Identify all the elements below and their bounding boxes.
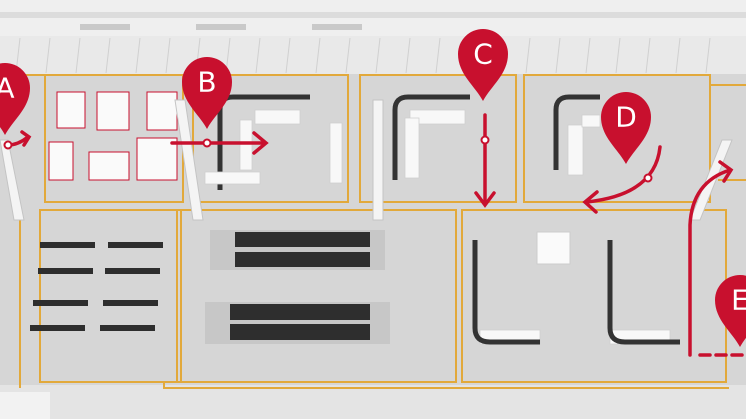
- wall-panel-band: [0, 36, 746, 74]
- location-pin-c[interactable]: C: [458, 29, 508, 101]
- location-pin-b[interactable]: B: [182, 57, 232, 129]
- zone-conveyors: [176, 209, 457, 383]
- wall-panel-seam: [525, 37, 531, 74]
- vent: [80, 24, 130, 30]
- zone-c: [359, 74, 517, 203]
- pin-label: C: [473, 38, 493, 71]
- location-pin-a[interactable]: A: [0, 63, 30, 135]
- pin-label: D: [615, 101, 637, 134]
- wall-panel-seam: [645, 37, 651, 74]
- wall-panels: [0, 36, 746, 74]
- wall-panel-seam: [165, 37, 171, 74]
- pin-label: E: [731, 284, 746, 317]
- zone-border: [163, 382, 729, 389]
- wall-panel-seam: [585, 37, 591, 74]
- wall-panel-seam: [285, 37, 291, 74]
- zone-b: [192, 74, 349, 203]
- pin-label: B: [197, 66, 216, 99]
- pallet-stack: [536, 231, 571, 265]
- wall-panel-seam: [555, 37, 561, 74]
- zone-d: [523, 74, 711, 203]
- wall-panel-seam: [435, 37, 441, 74]
- wall-panel-seam: [315, 37, 321, 74]
- zone-racks: [39, 209, 182, 383]
- location-pin-d[interactable]: D: [601, 92, 651, 164]
- wall-panel-seam: [405, 37, 411, 74]
- wall-panel-seam: [45, 37, 51, 74]
- arrow-d: [584, 145, 662, 204]
- arrow-b-head: [252, 131, 269, 155]
- shelving-racks: [30, 242, 163, 331]
- wall-panel-seam: [675, 37, 681, 74]
- vent: [196, 24, 246, 30]
- wall-panel-seam: [75, 37, 81, 74]
- pallet-stacks: [48, 91, 178, 181]
- wall-panel-seam: [375, 37, 381, 74]
- wall-panel-seam: [105, 37, 111, 74]
- wall-panel-seam: [255, 37, 261, 74]
- wall-panel-seam: [615, 37, 621, 74]
- arrow-e: [688, 168, 732, 357]
- pin-label: A: [0, 72, 15, 105]
- wall-panel-seam: [135, 37, 141, 74]
- location-pin-e[interactable]: E: [715, 275, 746, 347]
- u-conveyors: [472, 240, 680, 345]
- wall-panel-seam: [345, 37, 351, 74]
- arrow-c-head: [474, 191, 496, 208]
- floor-block: [0, 392, 50, 419]
- ceiling-beam: [0, 12, 746, 18]
- wall-panel-seam: [705, 37, 711, 74]
- arrow-markers: [3, 135, 653, 183]
- floor-front: [0, 385, 746, 419]
- arrow-d-head: [582, 190, 599, 214]
- arrow-a-head: [20, 130, 32, 147]
- conveyor-lines: [205, 230, 390, 344]
- arrow-e-head: [718, 160, 734, 183]
- vent: [312, 24, 362, 30]
